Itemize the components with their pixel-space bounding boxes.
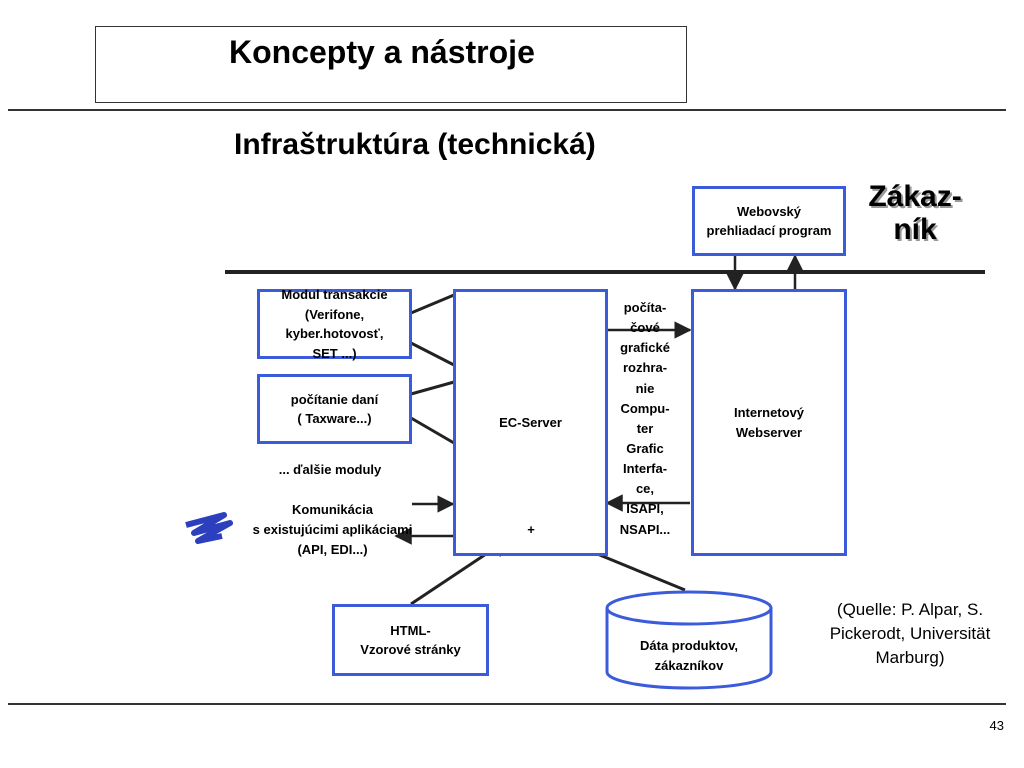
top-divider xyxy=(8,109,1006,111)
tax-calc-box: počítanie daní ( Taxware...) xyxy=(257,374,412,444)
gui-interface-label: počíta- čové grafické rozhra- nie Compu-… xyxy=(619,300,671,537)
transaction-link-1 xyxy=(410,293,455,315)
tax-link-1 xyxy=(410,380,455,396)
source-note: (Quelle: P. Alpar, S. Pickerodt, Univers… xyxy=(829,600,991,667)
bottom-divider xyxy=(8,703,1006,705)
product-data-label: Dáta produktov, zákazníkov xyxy=(640,638,738,674)
tax-link-2 xyxy=(410,416,455,445)
page-number: 43 xyxy=(989,718,1004,733)
ec-server-box: EC-Server xyxy=(453,289,608,556)
webserver-box: Internetový Webserver xyxy=(691,289,847,556)
browser-box: Webovský prehliadací program xyxy=(692,186,846,256)
communication-label: Komunikácia s existujúcimi aplikáciami (… xyxy=(252,502,413,558)
ec-server-label: EC-Server xyxy=(499,414,562,430)
page-title: Koncepty a nástroje xyxy=(229,34,535,70)
html-templates-box: HTML- Vzorové stránky xyxy=(332,604,489,676)
transaction-link-2 xyxy=(410,341,455,367)
title-frame xyxy=(95,26,687,103)
customer-label: Zákaz- ník xyxy=(868,180,962,246)
more-modules-label: ... ďalšie moduly xyxy=(278,462,382,477)
diagram-title: Infraštruktúra (technická) xyxy=(234,128,596,161)
transaction-module-box: Modul transakcie (Verifone, kyber.hotovo… xyxy=(257,287,412,361)
database-cylinder xyxy=(605,590,773,690)
zigzag-icon xyxy=(185,512,233,544)
plus-label: + xyxy=(527,522,535,537)
